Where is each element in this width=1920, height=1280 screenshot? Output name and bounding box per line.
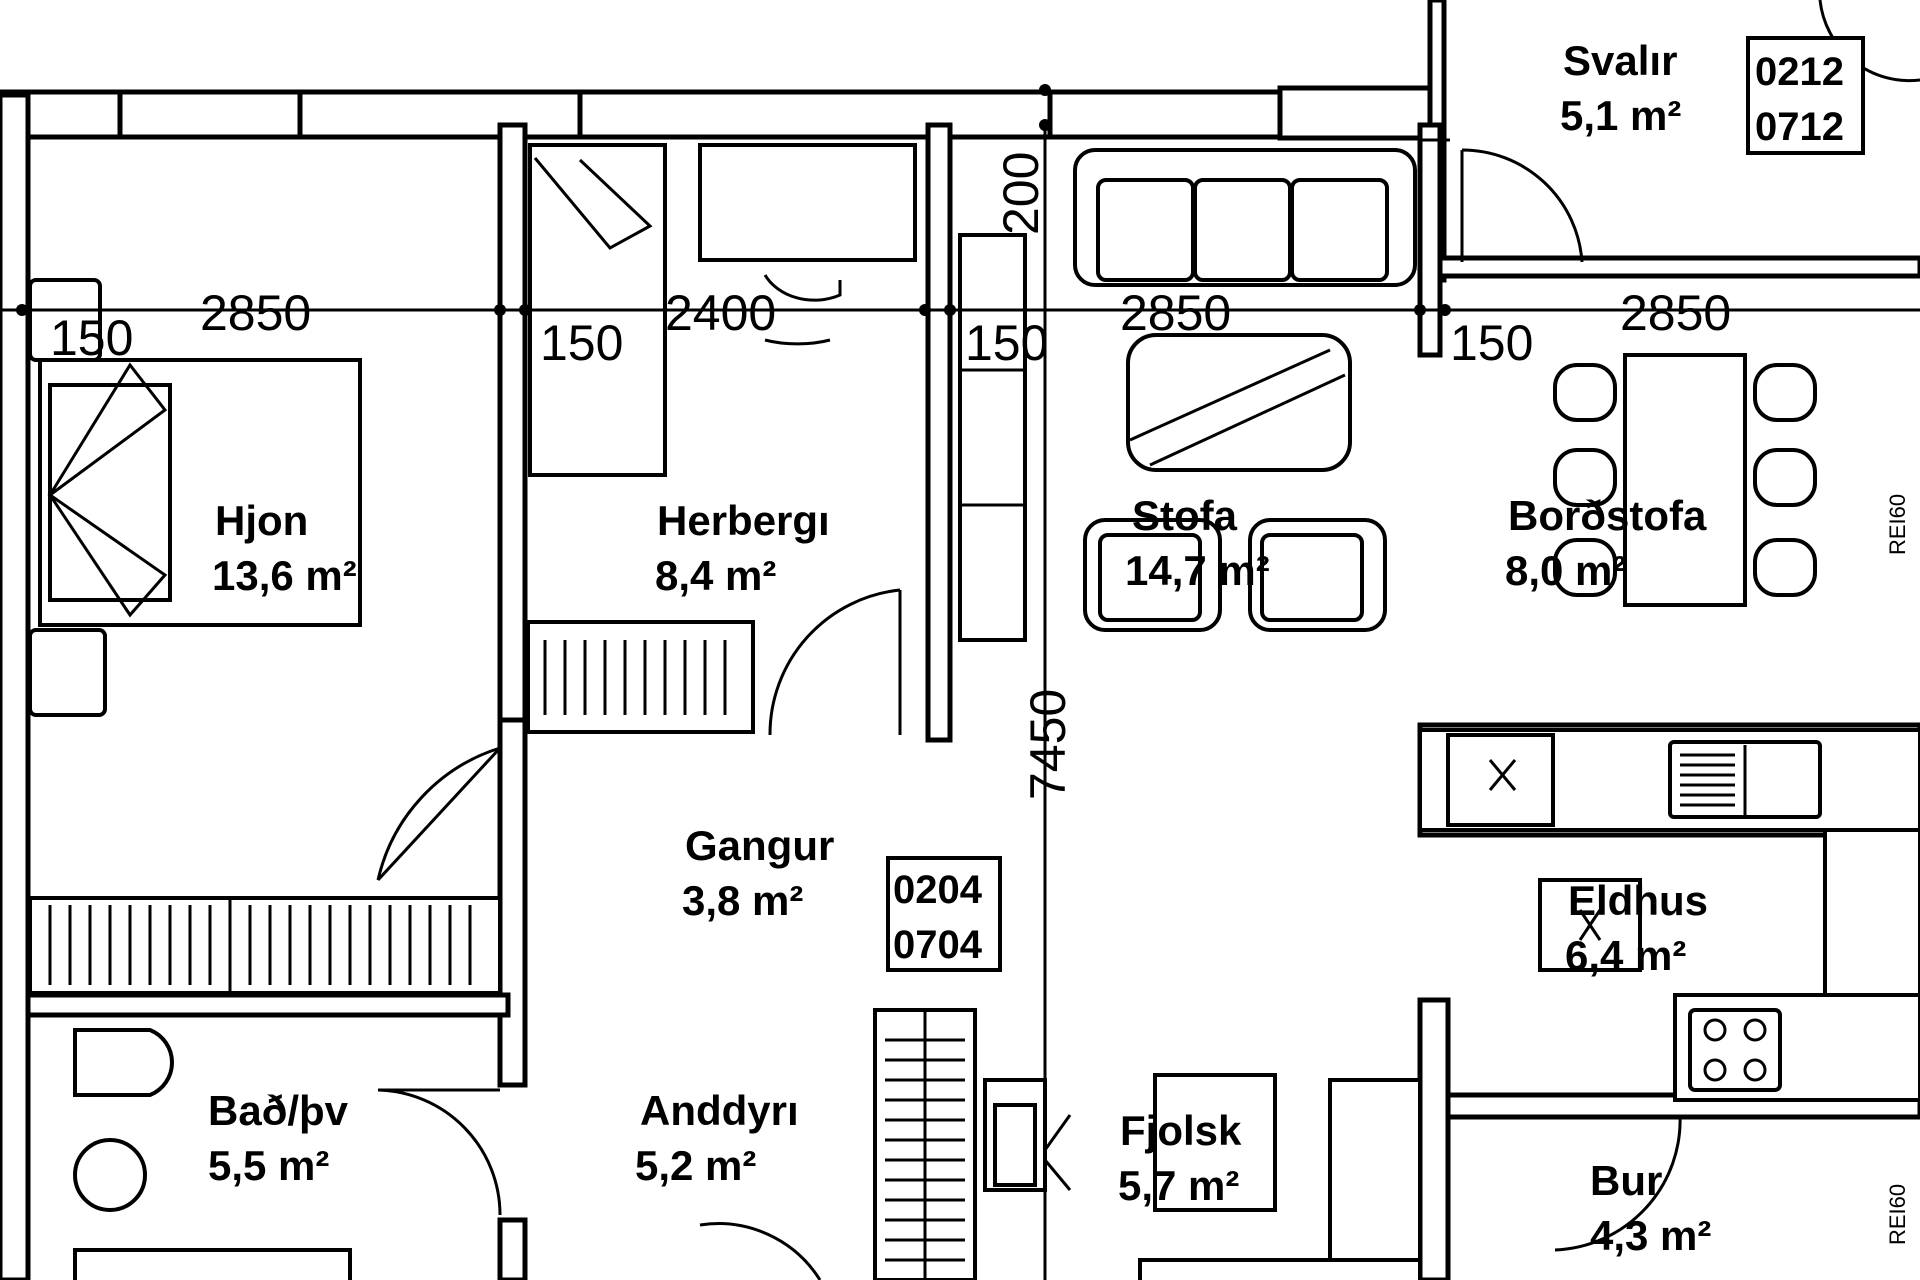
room-name: Anddyrı bbox=[640, 1087, 799, 1134]
room-herbergi: Herbergı 8,4 m² bbox=[655, 497, 830, 599]
dim-label: 150 bbox=[540, 315, 623, 371]
room-area: 8,4 m² bbox=[655, 552, 776, 599]
coat-rack bbox=[873, 1008, 977, 1280]
room-name: Bað/þv bbox=[208, 1087, 349, 1134]
shelf-stofa bbox=[958, 233, 1027, 642]
unit-code-line: 0212 bbox=[1755, 50, 1844, 94]
room-bordstofa: Borðstofa 8,0 m² bbox=[1505, 492, 1707, 594]
dim-label: 2850 bbox=[1620, 285, 1731, 341]
room-name: Borðstofa bbox=[1508, 492, 1707, 539]
room-area: 14,7 m² bbox=[1125, 547, 1270, 594]
room-name: Herbergı bbox=[657, 497, 830, 544]
radiator-herbergi bbox=[543, 640, 727, 715]
room-svalir: Svalır 5,1 m² bbox=[1560, 37, 1681, 139]
room-name: Stofa bbox=[1132, 492, 1238, 539]
unit-code-upper: 0212 0712 bbox=[1746, 36, 1865, 155]
fire-rating-label: REI60 bbox=[1885, 1184, 1910, 1245]
dim-label-short: 200 bbox=[993, 152, 1049, 235]
room-name: Eldhus bbox=[1568, 877, 1708, 924]
room-stofa: Stofa 14,7 m² bbox=[1125, 492, 1270, 594]
sofa bbox=[1073, 148, 1417, 287]
room-name: Fjolsk bbox=[1120, 1107, 1242, 1154]
armchairs bbox=[1083, 518, 1387, 632]
room-name: Bur bbox=[1590, 1157, 1662, 1204]
room-area: 13,6 m² bbox=[212, 552, 357, 599]
dim-label: 150 bbox=[965, 315, 1048, 371]
room-fjolsk: Fjolsk 5,7 m² bbox=[1118, 1107, 1242, 1209]
room-hjon: Hjon 13,6 m² bbox=[212, 497, 357, 599]
unit-code-lower: 0204 0704 bbox=[886, 856, 1002, 972]
dining-table bbox=[1553, 353, 1817, 607]
bathroom-fixtures bbox=[73, 1028, 352, 1280]
room-area: 5,1 m² bbox=[1560, 92, 1681, 139]
room-name: Hjon bbox=[215, 497, 308, 544]
doors bbox=[376, 0, 1920, 1280]
dim-label-vertical: 7450 bbox=[1020, 689, 1076, 800]
room-area: 6,4 m² bbox=[1565, 932, 1686, 979]
utility-fixtures bbox=[983, 1073, 1422, 1280]
unit-code-line: 0712 bbox=[1755, 105, 1844, 149]
room-area: 5,5 m² bbox=[208, 1142, 329, 1189]
room-bad: Bað/þv 5,5 m² bbox=[208, 1087, 349, 1189]
dim-label: 2400 bbox=[665, 285, 776, 341]
room-gangur: Gangur 3,8 m² bbox=[682, 822, 834, 924]
dimension-lines bbox=[0, 84, 1920, 1280]
room-anddyri: Anddyrı 5,2 m² bbox=[635, 1087, 799, 1189]
coffee-table bbox=[1126, 333, 1352, 472]
room-labels: Svalır 5,1 m² Hjon 13,6 m² Herbergı 8,4 … bbox=[208, 37, 1711, 1259]
fire-rating-label: REI60 bbox=[1885, 494, 1910, 555]
dim-label: 150 bbox=[1450, 315, 1533, 371]
unit-code-line: 0204 bbox=[893, 868, 983, 912]
unit-code-line: 0704 bbox=[893, 923, 983, 967]
room-area: 5,7 m² bbox=[1118, 1162, 1239, 1209]
room-eldhus: Eldhus 6,4 m² bbox=[1565, 877, 1708, 979]
dim-label: 2850 bbox=[1120, 285, 1231, 341]
room-area: 8,0 m² bbox=[1505, 547, 1626, 594]
wardrobe-hall bbox=[28, 896, 502, 995]
room-name: Gangur bbox=[685, 822, 834, 869]
double-bed bbox=[28, 278, 362, 717]
room-area: 5,2 m² bbox=[635, 1142, 756, 1189]
dim-label: 2850 bbox=[200, 285, 311, 341]
room-name: Svalır bbox=[1563, 37, 1677, 84]
kitchen-counter bbox=[1418, 728, 1920, 1102]
room-area: 3,8 m² bbox=[682, 877, 803, 924]
dimension-labels: 150 2850 150 2400 150 2850 150 2850 7450… bbox=[50, 152, 1731, 800]
room-bur: Bur 4,3 m² bbox=[1590, 1157, 1711, 1259]
dim-label: 150 bbox=[50, 310, 133, 366]
room-area: 4,3 m² bbox=[1590, 1212, 1711, 1259]
